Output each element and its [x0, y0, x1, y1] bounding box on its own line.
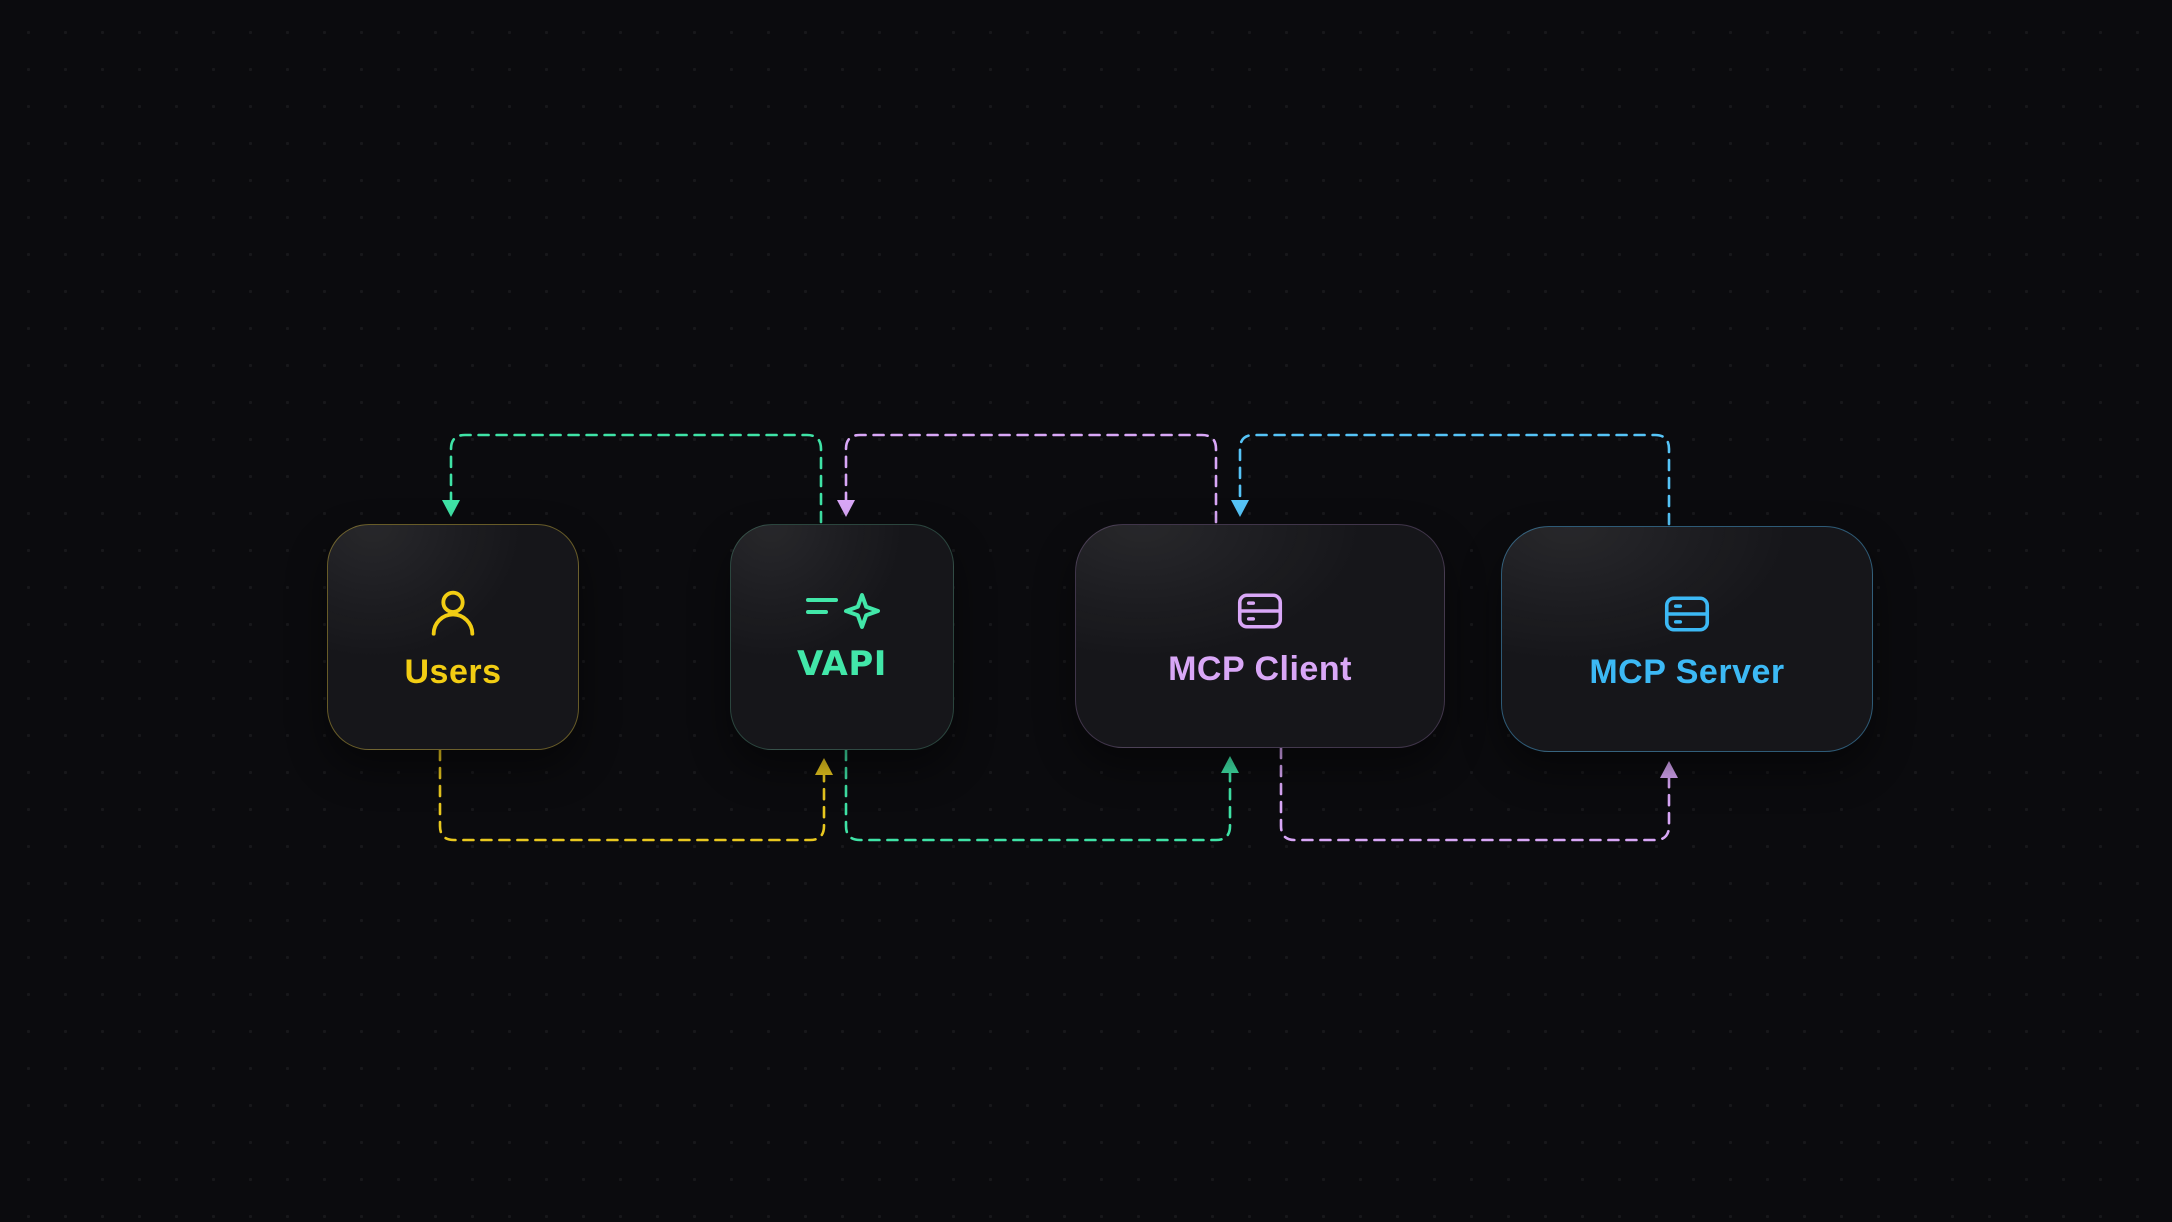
node-mcp-client: MCP Client — [1075, 524, 1445, 748]
node-mcp-server-label: MCP Server — [1589, 652, 1785, 691]
arrowhead-down-icon — [1231, 500, 1249, 517]
node-users-label: Users — [404, 652, 502, 691]
edge-line — [844, 433, 1218, 524]
arrowhead-down-icon — [837, 500, 855, 517]
node-mcp-server: MCP Server — [1501, 526, 1873, 752]
arrowhead-up-icon — [1660, 761, 1678, 778]
edge-line — [449, 433, 823, 524]
arrowhead-down-icon — [442, 500, 460, 517]
edge-line — [438, 748, 826, 842]
node-users: Users — [327, 524, 579, 750]
edge-line — [1238, 433, 1671, 526]
edge-mcp-client-to-vapi — [837, 433, 1218, 524]
node-vapi: VAPI — [730, 524, 954, 750]
edge-vapi-to-users — [442, 433, 823, 524]
edge-line — [1279, 746, 1671, 842]
server-icon — [1233, 584, 1287, 638]
vapi-sparkle-icon — [796, 590, 888, 634]
node-mcp-client-label: MCP Client — [1168, 649, 1352, 688]
edge-mcp-client-to-mcp-server — [1279, 746, 1678, 842]
edge-line — [844, 748, 1232, 842]
arrowhead-up-icon — [1221, 756, 1239, 773]
arrowhead-up-icon — [815, 758, 833, 775]
edge-mcp-server-to-mcp-client — [1231, 433, 1671, 526]
user-icon — [424, 583, 482, 641]
server-icon — [1660, 587, 1714, 641]
edge-users-to-vapi — [438, 748, 833, 842]
vapi-wordmark: VAPI — [797, 644, 887, 684]
edge-vapi-to-mcp-client — [844, 748, 1239, 842]
